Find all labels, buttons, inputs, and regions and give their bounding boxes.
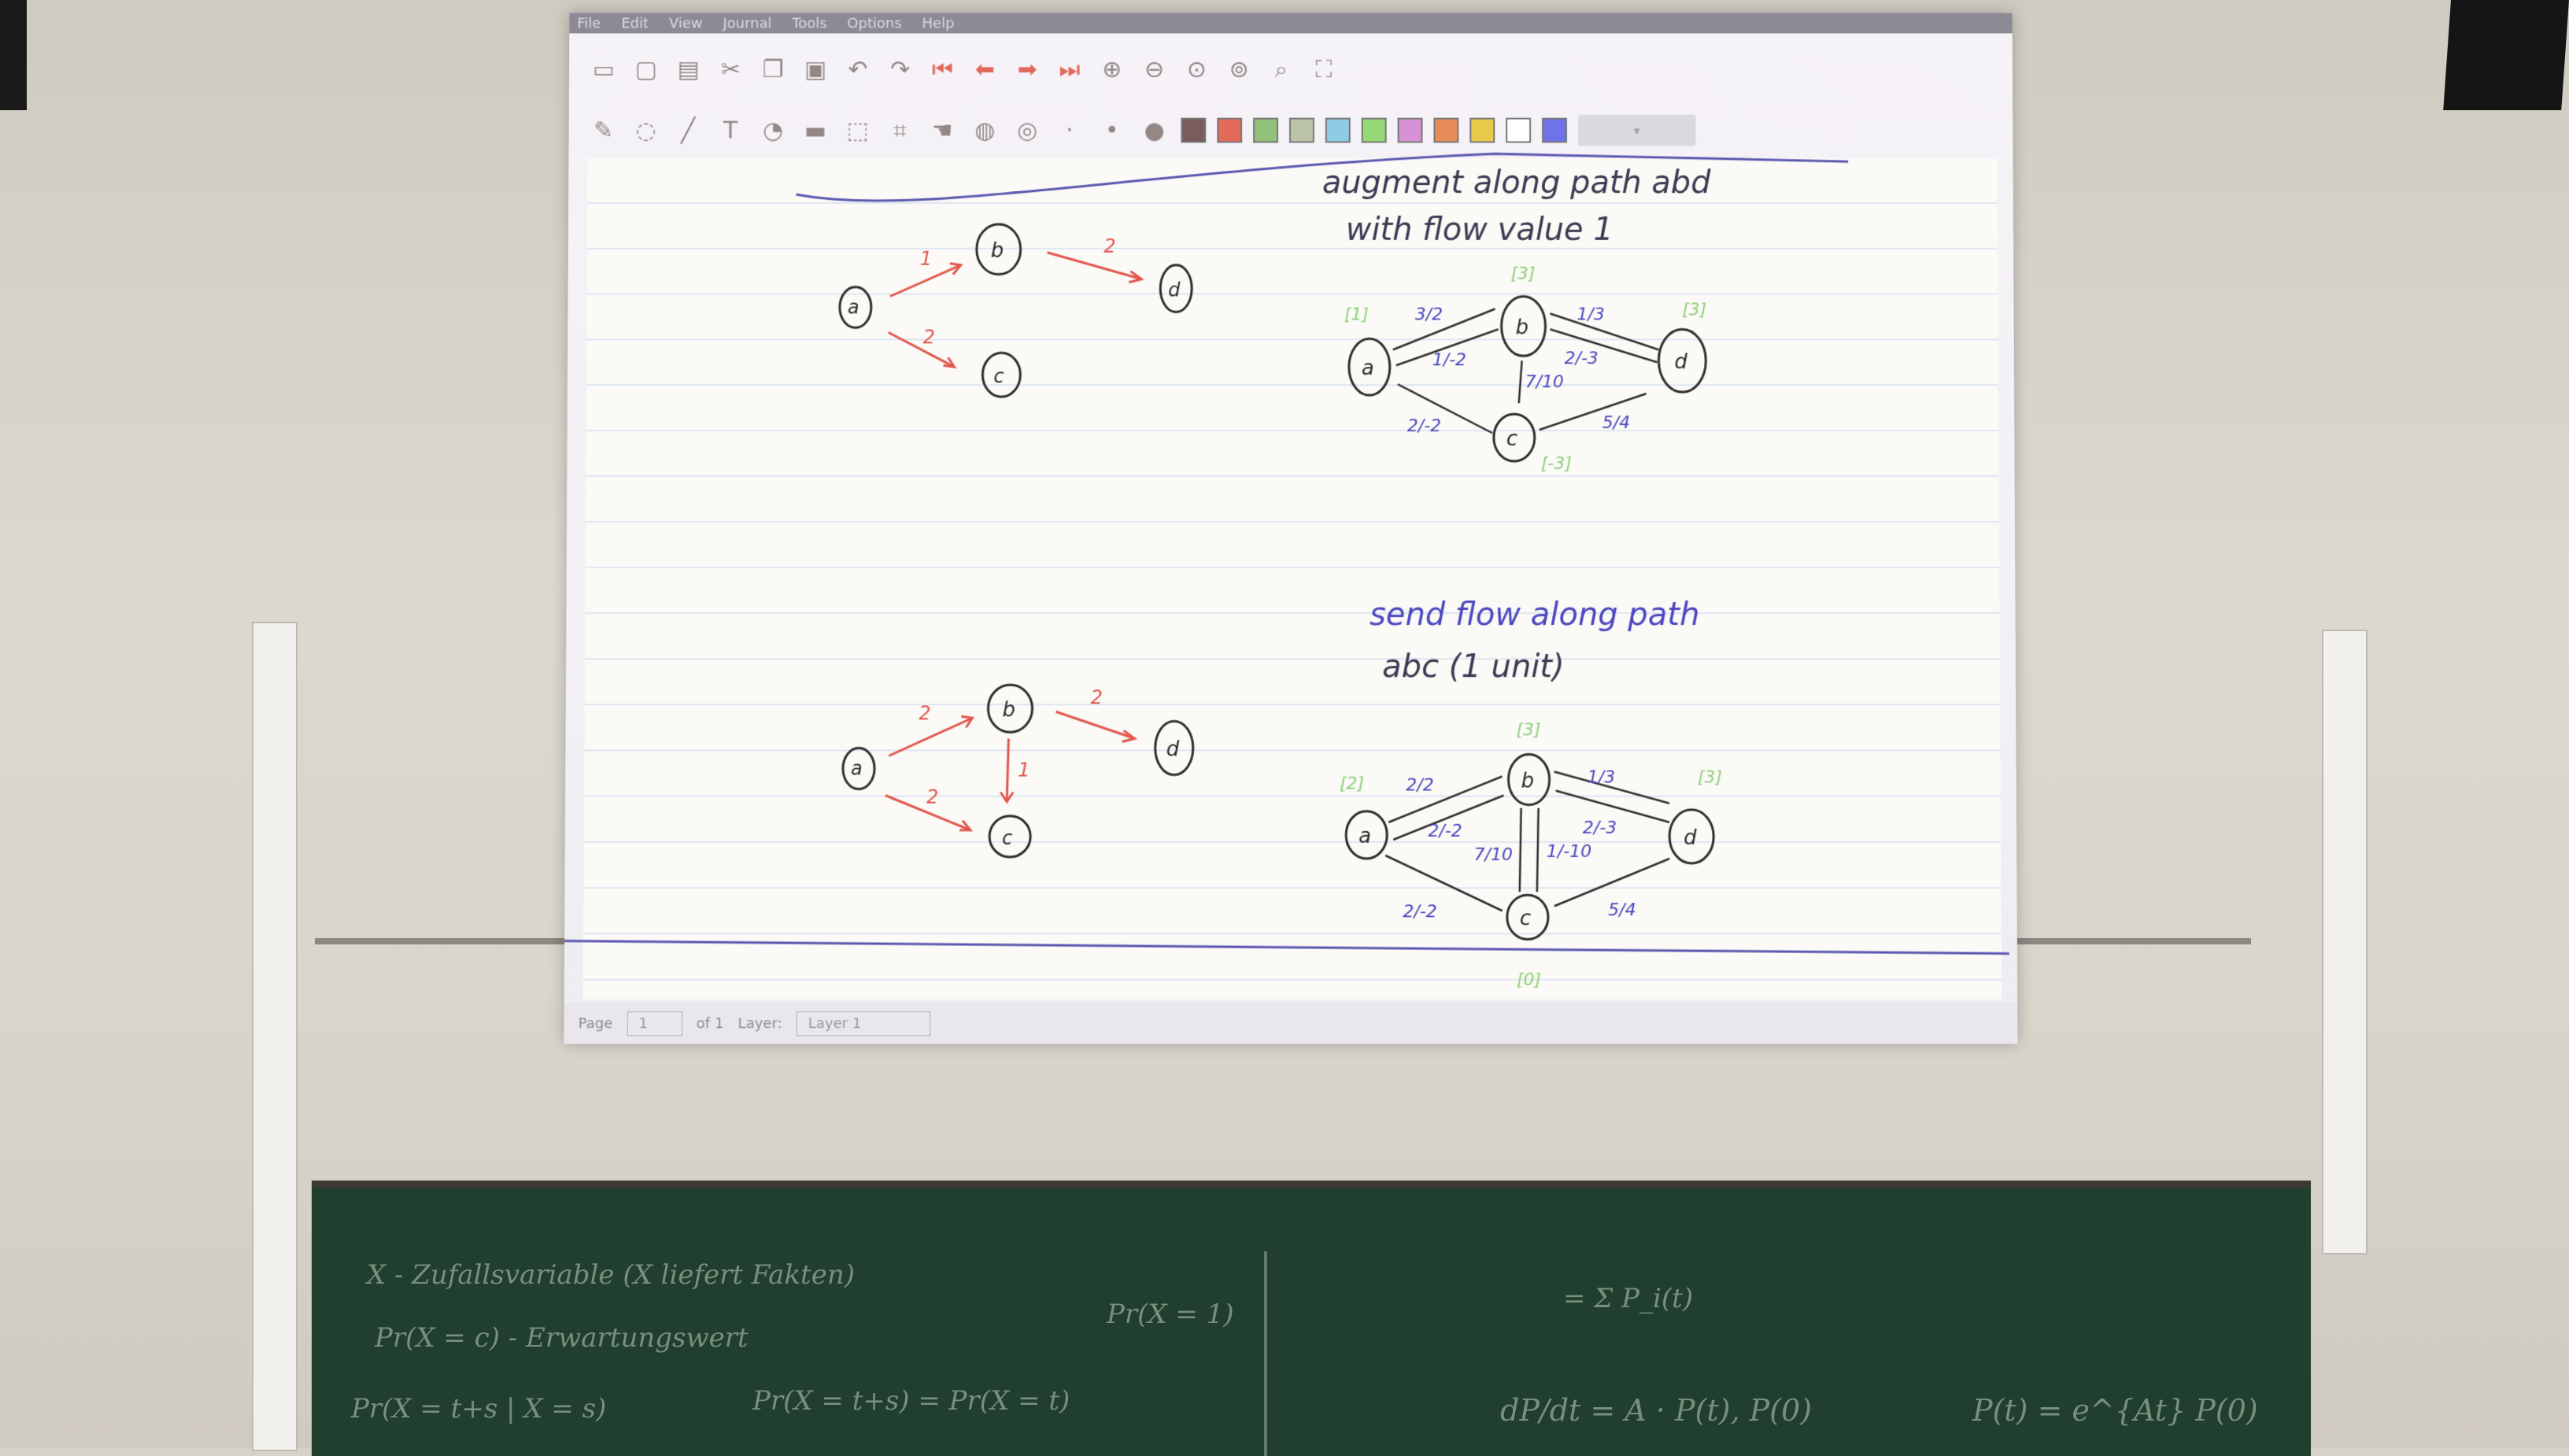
augment-line-2: with flow value 1 <box>1346 212 1613 248</box>
g3-node-d: d <box>1166 737 1180 761</box>
g4-label-bd: 1/3 <box>1588 767 1616 787</box>
page-count-label: of 1 <box>696 1014 724 1032</box>
handwritten-notes: 1 2 2 a b d c augment along path abd wit… <box>564 13 2017 990</box>
g3-node-c: c <box>1002 827 1012 849</box>
status-bar: Page 1 of 1 Layer: Layer 1 <box>564 1003 2018 1044</box>
chalk-line-2: Pr(X = c) - Erwartungswert <box>375 1322 749 1354</box>
ink-divider-bottom <box>564 941 2009 954</box>
g4-label-bc: 7/10 <box>1474 845 1514 865</box>
chalk-divider <box>1264 1251 1267 1456</box>
g2-potential-c: [-3] <box>1541 454 1572 474</box>
layer-label: Layer: <box>737 1014 782 1032</box>
g3-node-a: a <box>851 757 863 779</box>
g4-node-c: c <box>1520 907 1531 930</box>
g4-node-d: d <box>1684 826 1697 850</box>
g1-node-c: c <box>993 365 1004 387</box>
augment-line-1: augment along path abd <box>1322 164 1711 201</box>
g4-label-ca: 2/-2 <box>1403 902 1436 922</box>
g4-label-db: 2/-3 <box>1583 819 1617 838</box>
projector-screen: File Edit View Journal Tools Options Hel… <box>564 13 2018 1044</box>
g4-potential-b: [3] <box>1516 720 1540 740</box>
chalk-line-5: Pr(X = t+s) = Pr(X = t) <box>752 1385 1070 1417</box>
g2-label-bd: 1/3 <box>1577 305 1604 324</box>
g2-node-b: b <box>1516 316 1529 339</box>
g3-label-bd: 2 <box>1091 686 1103 708</box>
g2-label-ca: 2/-2 <box>1407 416 1441 436</box>
graph-3-edges <box>885 711 1135 830</box>
chalk-line-8: P(t) = e^{At} P(0) <box>1972 1393 2258 1428</box>
g2-label-ba: 1/-2 <box>1432 350 1466 370</box>
g3-label-bc: 1 <box>1018 759 1029 781</box>
g4-label-cb: 1/-10 <box>1547 842 1591 862</box>
g4-potential-d: [3] <box>1698 767 1722 787</box>
g4-potential-a: [2] <box>1340 774 1364 793</box>
board-rail-right <box>2322 630 2368 1255</box>
chalk-line-7: dP/dt = A · P(t), P(0) <box>1500 1393 1813 1428</box>
g2-potential-a: [1] <box>1344 305 1369 324</box>
g3-label-ab: 2 <box>919 702 930 724</box>
g2-label-db: 2/-3 <box>1565 349 1599 368</box>
g4-label-cd: 5/4 <box>1608 900 1636 920</box>
g4-node-b: b <box>1521 769 1535 793</box>
g2-node-c: c <box>1506 427 1517 451</box>
g1-node-d: d <box>1168 279 1181 301</box>
g1-node-a: a <box>848 296 859 318</box>
send-line-2: abc (1 unit) <box>1382 649 1565 685</box>
g1-label-ac: 2 <box>923 326 935 348</box>
g4-node-a: a <box>1358 825 1371 848</box>
page-label: Page <box>578 1014 613 1032</box>
chalk-line-6: = Σ P_i(t) <box>1563 1283 1694 1314</box>
g2-node-d: d <box>1674 350 1687 374</box>
graph-1 <box>840 224 1192 397</box>
g2-potential-d: [3] <box>1682 300 1706 320</box>
g3-node-b: b <box>1002 698 1015 722</box>
page-number-field[interactable]: 1 <box>627 1011 682 1036</box>
dark-corner-right <box>2443 0 2569 110</box>
send-line-1: send flow along path <box>1370 597 1699 633</box>
dark-corner-left <box>0 0 27 110</box>
g2-potential-b: [3] <box>1510 264 1535 284</box>
g4-label-ab: 2/2 <box>1406 775 1433 795</box>
g3-label-ac: 2 <box>926 786 938 808</box>
chalk-line-4: Pr(X = t+s | X = s) <box>351 1393 607 1425</box>
board-rail-left <box>252 622 298 1451</box>
g2-label-ab: 3/2 <box>1415 305 1443 324</box>
chalk-line-3: Pr(X = 1) <box>1107 1299 1234 1330</box>
g2-label-bc: 7/10 <box>1525 372 1564 392</box>
chalkboard: X - Zufallsvariable (X liefert Fakten) P… <box>312 1181 2311 1456</box>
g4-label-ba: 2/-2 <box>1428 822 1462 841</box>
g1-label-ab: 1 <box>920 248 932 270</box>
layer-select[interactable]: Layer 1 <box>796 1011 931 1036</box>
g4-potential-c: [0] <box>1517 970 1541 990</box>
g1-label-bd: 2 <box>1103 235 1115 257</box>
chalk-line-1: X - Zufallsvariable (X liefert Fakten) <box>367 1259 856 1291</box>
g2-node-a: a <box>1362 357 1374 380</box>
g2-label-cd: 5/4 <box>1602 413 1630 433</box>
g1-node-b: b <box>991 239 1004 263</box>
